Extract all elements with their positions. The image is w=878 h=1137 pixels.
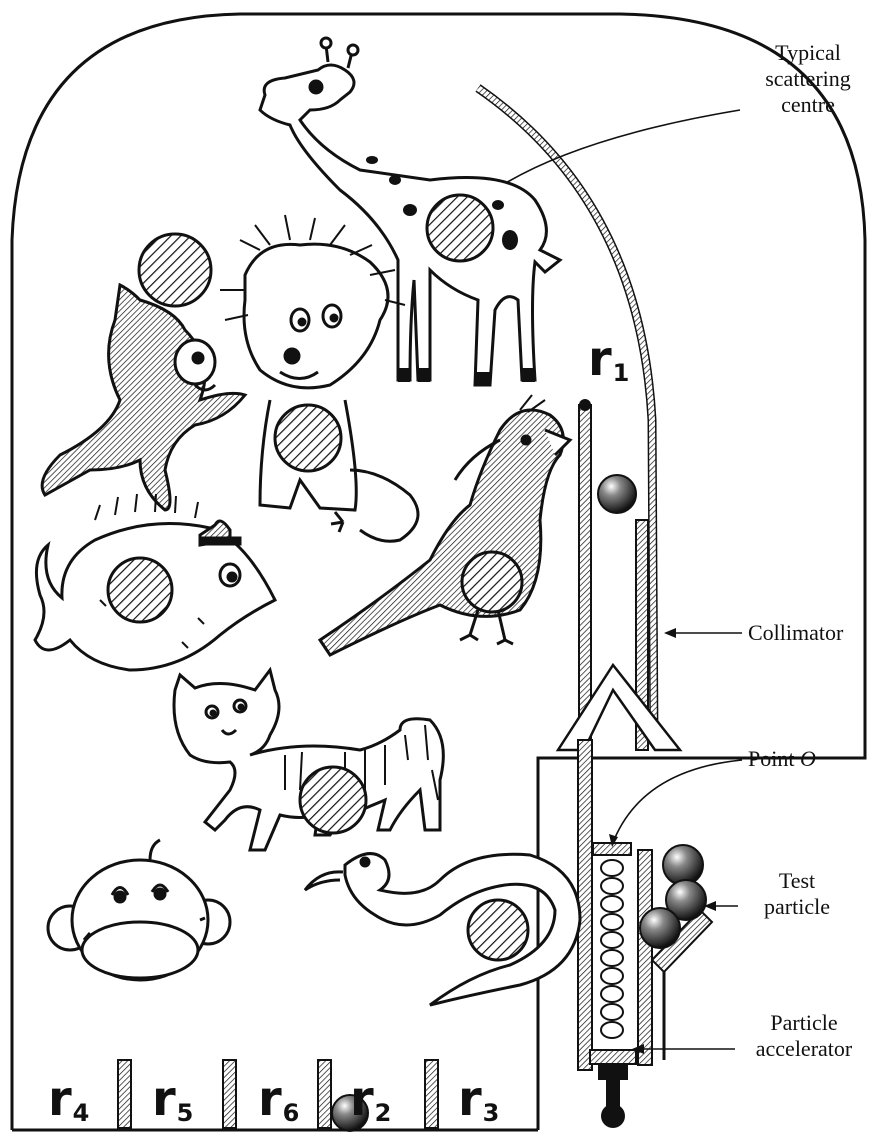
- monkey-ball: [139, 234, 211, 306]
- label-line: centre: [748, 92, 868, 118]
- label-line: particle: [742, 894, 852, 920]
- scattering-centre: [427, 195, 493, 261]
- label-line: Particle: [734, 1010, 874, 1036]
- bird-figure: [320, 395, 570, 655]
- collimator: [558, 399, 680, 750]
- region-r3: r3: [458, 1075, 499, 1131]
- label-collimator: Collimator: [748, 620, 843, 646]
- lion-ball: [275, 405, 341, 471]
- label-line: Typical: [748, 40, 868, 66]
- label-point-o: Point O: [748, 746, 816, 772]
- ball-in-tube: [598, 475, 636, 513]
- label-line: accelerator: [734, 1036, 874, 1062]
- label-point-text: Point: [748, 746, 794, 771]
- region-r2: r2: [350, 1075, 391, 1131]
- fish-ball: [108, 558, 172, 622]
- label-test-particle: Test particle: [742, 868, 852, 920]
- region-r6: r6: [258, 1075, 299, 1131]
- label-line: Test: [742, 868, 852, 894]
- label-line: scattering: [748, 66, 868, 92]
- test-particle-3: [640, 908, 680, 948]
- label-scattering-centre: Typical scattering centre: [748, 40, 868, 118]
- monkey-figure: [42, 285, 245, 510]
- label-point-symbol: O: [800, 746, 816, 771]
- label-particle-accelerator: Particle accelerator: [734, 1010, 874, 1062]
- bird-ball: [462, 552, 522, 612]
- region-r5: r5: [152, 1075, 193, 1131]
- region-r4: r4: [48, 1075, 89, 1131]
- snake-ball: [468, 900, 528, 960]
- region-r1: r1: [588, 335, 629, 391]
- face-figure: [48, 840, 230, 980]
- lion-figure: [220, 215, 418, 541]
- cat-ball: [300, 767, 366, 833]
- test-particle-1: [663, 845, 703, 885]
